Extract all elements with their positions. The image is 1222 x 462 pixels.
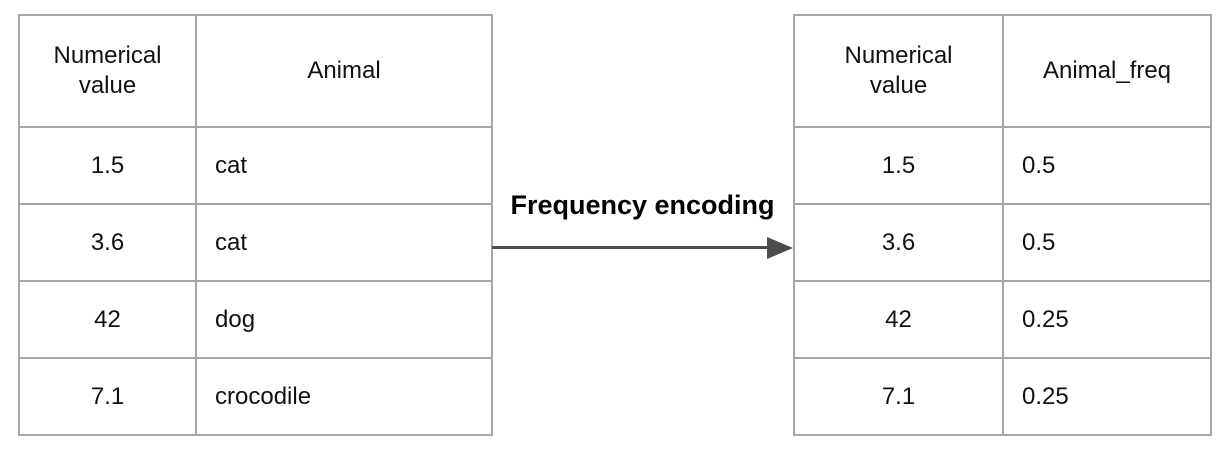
column-header-label: Numerical value [844,42,953,99]
animal-freq-cell: 0.5 [1002,126,1212,205]
animal-freq-cell: 0.5 [1002,203,1212,282]
numerical-value-column-header: Numerical value [18,14,197,128]
arrow-head-icon [767,237,793,259]
encoded-table: Numerical value Animal_freq 1.5 0.5 3.6 … [793,14,1212,436]
table-header-row: Numerical value Animal_freq [793,14,1212,128]
table-row: 1.5 0.5 [793,126,1212,205]
table-row: 7.1 crocodile [18,357,493,436]
column-header-label: Animal [307,57,381,84]
arrow-line [492,246,769,249]
animal-cell: dog [195,280,493,359]
column-header-label: Animal_freq [1042,57,1172,84]
numerical-value-cell: 1.5 [18,126,197,205]
animal-freq-column-header: Animal_freq [1002,14,1212,128]
animal-freq-cell: 0.25 [1002,280,1212,359]
numerical-value-cell: 3.6 [793,203,1004,282]
numerical-value-column-header: Numerical value [793,14,1004,128]
animal-cell: cat [195,203,493,282]
frequency-encoding-arrow: Frequency encoding [492,189,793,261]
table-row: 42 dog [18,280,493,359]
table-row: 42 0.25 [793,280,1212,359]
arrow-label: Frequency encoding [510,190,775,220]
numerical-value-cell: 42 [18,280,197,359]
table-row: 3.6 cat [18,203,493,282]
numerical-value-cell: 42 [793,280,1004,359]
animal-column-header: Animal [195,14,493,128]
original-table: Numerical value Animal 1.5 cat 3.6 cat 4… [18,14,493,436]
table-row: 1.5 cat [18,126,493,205]
table-header-row: Numerical value Animal [18,14,493,128]
animal-cell: crocodile [195,357,493,436]
numerical-value-cell: 1.5 [793,126,1004,205]
numerical-value-cell: 7.1 [18,357,197,436]
animal-freq-cell: 0.25 [1002,357,1212,436]
numerical-value-cell: 3.6 [18,203,197,282]
column-header-label: Numerical value [53,42,162,99]
numerical-value-cell: 7.1 [793,357,1004,436]
table-row: 7.1 0.25 [793,357,1212,436]
animal-cell: cat [195,126,493,205]
table-row: 3.6 0.5 [793,203,1212,282]
